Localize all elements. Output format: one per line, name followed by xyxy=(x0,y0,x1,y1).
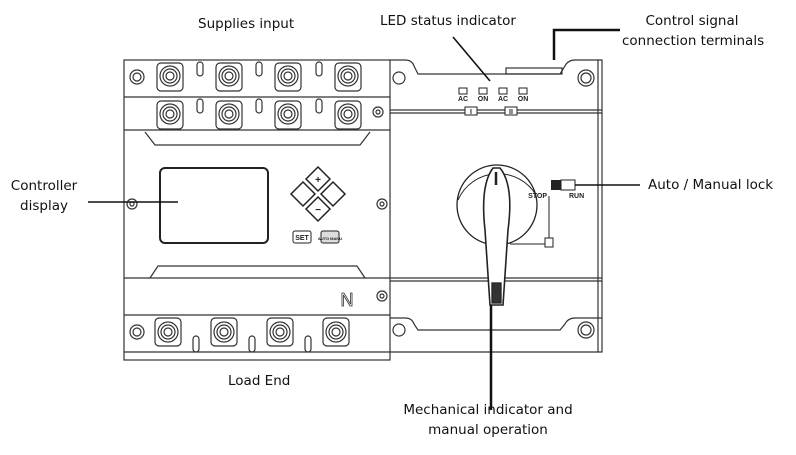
screw-top-left xyxy=(392,71,406,85)
led-label-ac-2: AC xyxy=(498,96,508,103)
led-label-on-2: ON xyxy=(518,96,529,103)
stop-label: STOP xyxy=(528,193,547,200)
label-mechanical-line1: Mechanical indicator and xyxy=(403,402,573,418)
lock-switch-stop[interactable] xyxy=(551,180,561,190)
lower-trapezoid xyxy=(149,265,366,279)
led-label-ac-1: AC xyxy=(458,96,468,103)
label-load-end: Load End xyxy=(228,373,291,389)
set-label: SET xyxy=(295,235,309,242)
lock-switch-run[interactable] xyxy=(560,179,576,191)
label-control-signal-line1: Control signal xyxy=(645,13,739,29)
led-leader-line xyxy=(452,36,491,82)
label-controller-display-line1: Controller xyxy=(10,178,78,194)
load-terminals xyxy=(154,317,350,353)
right-key[interactable] xyxy=(319,180,347,208)
label-controller-display-line2: display xyxy=(20,197,68,214)
up-key-label: + xyxy=(315,175,321,186)
label-control-signal: Control signal connection terminals xyxy=(622,12,765,51)
auto-manu-label: AUTO MANU xyxy=(318,236,342,241)
source-label-1: I xyxy=(470,109,472,116)
up-key[interactable] xyxy=(304,165,332,193)
set-button[interactable] xyxy=(292,230,312,244)
led-indicators xyxy=(458,87,528,116)
down-key-label: − xyxy=(315,205,321,216)
padlock-icon xyxy=(544,237,554,248)
label-controller-display: Controller display xyxy=(8,177,80,216)
run-label: RUN xyxy=(569,193,584,200)
led-label-on-1: ON xyxy=(478,96,489,103)
down-key[interactable] xyxy=(304,195,332,223)
left-key[interactable] xyxy=(289,180,317,208)
control-terminal-leader-line xyxy=(552,28,620,60)
supply-terminals xyxy=(156,61,362,130)
manual-handle[interactable] xyxy=(456,164,538,306)
label-control-signal-line2: connection terminals xyxy=(622,32,765,49)
left-body-outline xyxy=(123,59,391,361)
label-mechanical-indicator: Mechanical indicator and manual operatio… xyxy=(398,401,578,440)
auto-manu-button[interactable] xyxy=(320,230,340,244)
keypad xyxy=(289,165,347,223)
neutral-mark: N xyxy=(341,290,354,310)
label-led-status: LED status indicator xyxy=(380,13,516,29)
label-auto-manual-lock: Auto / Manual lock xyxy=(648,177,774,193)
upper-trapezoid xyxy=(144,131,371,146)
label-mechanical-line2: manual operation xyxy=(428,421,548,438)
label-supplies-input: Supplies input xyxy=(198,16,295,32)
source-label-2: II xyxy=(509,109,513,116)
controller-display-screen xyxy=(159,167,269,244)
